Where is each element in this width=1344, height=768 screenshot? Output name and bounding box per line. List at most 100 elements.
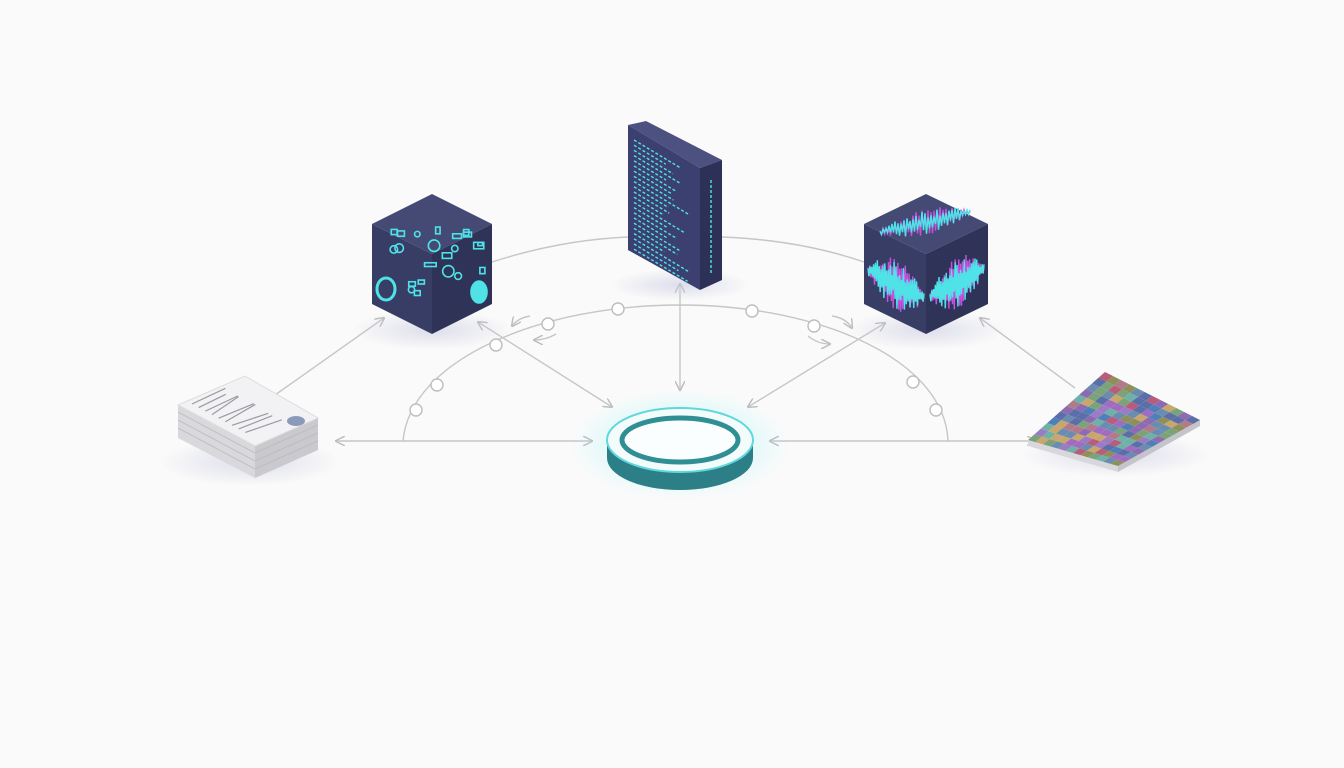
- mosaic-cell: [1144, 439, 1159, 447]
- connectors: [274, 236, 1076, 441]
- mosaic-cell: [1130, 388, 1145, 397]
- outer-arc-right: [721, 236, 865, 263]
- text-line: [633, 180, 690, 216]
- mosaic-cell: [1156, 416, 1171, 425]
- mosaic-cell: [1161, 404, 1177, 413]
- mosaic-cell: [1111, 411, 1126, 420]
- text-line: [225, 403, 256, 423]
- mosaic-cell: [1058, 443, 1073, 451]
- mosaic-cell: [1080, 450, 1095, 458]
- text-line: [633, 170, 672, 195]
- mosaic-cell: [1099, 429, 1114, 437]
- text-line: [633, 196, 665, 216]
- mosaic-cell: [1057, 436, 1072, 444]
- mosaic-cell: [1093, 387, 1108, 397]
- mosaic-cell: [1117, 398, 1132, 407]
- hud-lens: [470, 280, 488, 304]
- text-line: [633, 212, 678, 240]
- waveform: [879, 207, 971, 237]
- mosaic-cell: [1087, 445, 1102, 453]
- text-line: [633, 149, 674, 175]
- mosaic-cell: [1097, 413, 1112, 422]
- rotate-arrow-icon: [807, 335, 830, 344]
- mosaic-cell: [1137, 443, 1153, 451]
- central-hub[interactable]: [570, 390, 790, 500]
- text-line: [633, 144, 667, 165]
- mosaic-cell: [1119, 415, 1134, 423]
- mosaic-cell: [1147, 404, 1162, 413]
- mosaic-cell: [1088, 401, 1103, 411]
- text-line: [211, 396, 239, 416]
- mosaic-cell: [1131, 396, 1146, 406]
- mosaic-cell: [1098, 421, 1113, 430]
- mosaic-cell: [1114, 435, 1130, 443]
- mosaic-cell: [1063, 430, 1078, 439]
- mosaic-cell: [1064, 438, 1079, 446]
- mosaic-cell: [1077, 428, 1092, 437]
- mosaic-cell: [1124, 401, 1140, 411]
- mosaic-cell: [1065, 445, 1080, 453]
- mosaic-cell: [1108, 446, 1124, 454]
- mosaic-cell: [1142, 425, 1158, 433]
- mosaic-cell: [1121, 430, 1136, 439]
- mosaic-cell: [1109, 453, 1125, 460]
- mosaic-cell: [1136, 436, 1152, 444]
- mosaic-cell: [1149, 420, 1164, 429]
- mosaic-cell: [1122, 438, 1137, 446]
- mosaic-cell: [1170, 416, 1186, 424]
- text-line: [633, 186, 669, 209]
- mosaic-cell: [1047, 417, 1062, 426]
- hud-glyph: [394, 243, 405, 254]
- mosaic-cell: [1107, 432, 1122, 440]
- mosaic-cell: [1110, 459, 1125, 466]
- mosaic-cell: [1091, 426, 1107, 434]
- text-line: [633, 217, 668, 239]
- mosaic-cell: [1143, 432, 1159, 440]
- mosaic-cell: [1078, 436, 1093, 444]
- mosaic-cell: [1035, 436, 1050, 445]
- hud-glyph: [407, 285, 416, 294]
- hud-glyph: [462, 228, 470, 237]
- mosaic-cell: [1118, 406, 1133, 415]
- image-mosaic[interactable]: [1020, 372, 1210, 477]
- mosaic-cell: [1123, 393, 1138, 402]
- mosaic-cell: [1134, 421, 1150, 430]
- text-slab[interactable]: [610, 121, 750, 301]
- text-line: [245, 419, 283, 434]
- mosaic-cell: [1102, 399, 1117, 409]
- mosaic-cell: [1068, 417, 1084, 426]
- hud-glyph: [479, 266, 486, 275]
- mosaic-cell: [1028, 434, 1042, 443]
- hud-glyph: [434, 226, 441, 235]
- mosaic-cell: [1043, 438, 1058, 447]
- document-stack[interactable]: [160, 375, 340, 486]
- mosaic-cell: [1102, 450, 1117, 458]
- mosaic-cell: [1071, 433, 1086, 442]
- mosaic-cell: [1092, 434, 1108, 442]
- mosaic-cell: [1074, 403, 1089, 413]
- mosaic-cell: [1103, 408, 1119, 417]
- mosaic-cell: [1048, 425, 1063, 434]
- mosaic-cell: [1088, 452, 1103, 460]
- data-cube[interactable]: [352, 194, 512, 350]
- text-line: [191, 387, 226, 405]
- mosaic-cell: [1070, 425, 1085, 434]
- mosaic-cell: [1116, 449, 1131, 456]
- mosaic-cell: [1085, 431, 1100, 439]
- mosaic-cell: [1133, 413, 1149, 422]
- mosaic-cell: [1083, 415, 1098, 424]
- mosaic-cell: [1040, 423, 1055, 432]
- mosaic-cell: [1177, 412, 1193, 420]
- mosaic-cell: [1079, 389, 1094, 399]
- text-line: [633, 243, 679, 272]
- mosaic-cell: [1101, 444, 1116, 451]
- text-line: [218, 403, 254, 419]
- mosaic-cell: [1093, 441, 1109, 449]
- mosaic-cell: [1164, 427, 1180, 436]
- mosaic-cell: [1107, 385, 1123, 395]
- mosaic-cell: [1084, 423, 1099, 432]
- mosaic-cell: [1115, 442, 1131, 450]
- audio-cube[interactable]: [846, 194, 1006, 350]
- mosaic-cell: [1141, 417, 1157, 426]
- hud-glyph: [427, 239, 441, 253]
